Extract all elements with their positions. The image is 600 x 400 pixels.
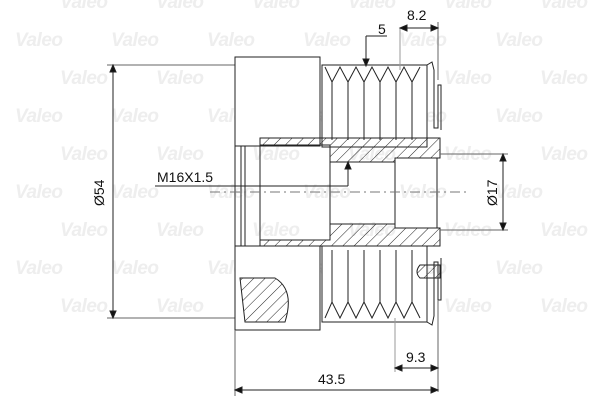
- watermark-logo: Valeo: [495, 30, 543, 51]
- dim-overall-length: 43.5: [318, 371, 345, 387]
- dim-groove-pitch: 5: [378, 21, 386, 37]
- watermark-logo: Valeo: [540, 144, 588, 165]
- watermark-logo: Valeo: [156, 68, 204, 89]
- dim-hub-offset: 9.3: [406, 349, 426, 365]
- watermark-logo: Valeo: [111, 258, 159, 279]
- watermark-logo: Valeo: [60, 220, 108, 241]
- watermark-logo: Valeo: [495, 106, 543, 127]
- watermark-logo: Valeo: [111, 182, 159, 203]
- watermark-logo: Valeo: [495, 258, 543, 279]
- watermark-logo: Valeo: [444, 0, 492, 13]
- dim-thread: M16X1.5: [157, 169, 213, 185]
- watermark-logo: Valeo: [111, 30, 159, 51]
- dim-end-width: 8.2: [407, 7, 427, 23]
- watermark-logo: Valeo: [399, 30, 447, 51]
- watermark-logo: Valeo: [156, 0, 204, 13]
- watermark-logo: Valeo: [60, 144, 108, 165]
- watermark-logo: Valeo: [156, 296, 204, 317]
- watermark-logo: Valeo: [540, 0, 588, 13]
- watermark-logo: Valeo: [303, 182, 351, 203]
- watermark-logo: Valeo: [540, 68, 588, 89]
- watermark-logo: Valeo: [252, 220, 300, 241]
- watermark-logo: Valeo: [15, 106, 63, 127]
- watermark-logo: Valeo: [444, 68, 492, 89]
- watermark-logo: Valeo: [399, 182, 447, 203]
- watermark-logo: Valeo: [252, 0, 300, 13]
- watermark-logo: Valeo: [207, 30, 255, 51]
- watermark-logo: Valeo: [156, 220, 204, 241]
- watermark-logo: Valeo: [348, 0, 396, 13]
- watermark-logo: Valeo: [495, 182, 543, 203]
- watermark-logo: Valeo: [60, 0, 108, 13]
- watermark-logo: Valeo: [15, 182, 63, 203]
- watermark-logo: Valeo: [156, 144, 204, 165]
- watermark-logo: Valeo: [60, 296, 108, 317]
- dim-bore-diameter: Ø17: [484, 179, 500, 206]
- watermark-logo: Valeo: [252, 144, 300, 165]
- watermark-logo: Valeo: [60, 68, 108, 89]
- watermark-logo: Valeo: [303, 30, 351, 51]
- watermark-logo: Valeo: [15, 258, 63, 279]
- watermark-logo: Valeo: [540, 296, 588, 317]
- watermark-logo: Valeo: [15, 30, 63, 51]
- watermark-logo: Valeo: [444, 296, 492, 317]
- watermark-logo: Valeo: [111, 106, 159, 127]
- dim-outer-diameter: Ø54: [91, 179, 107, 206]
- watermark-logo: Valeo: [540, 220, 588, 241]
